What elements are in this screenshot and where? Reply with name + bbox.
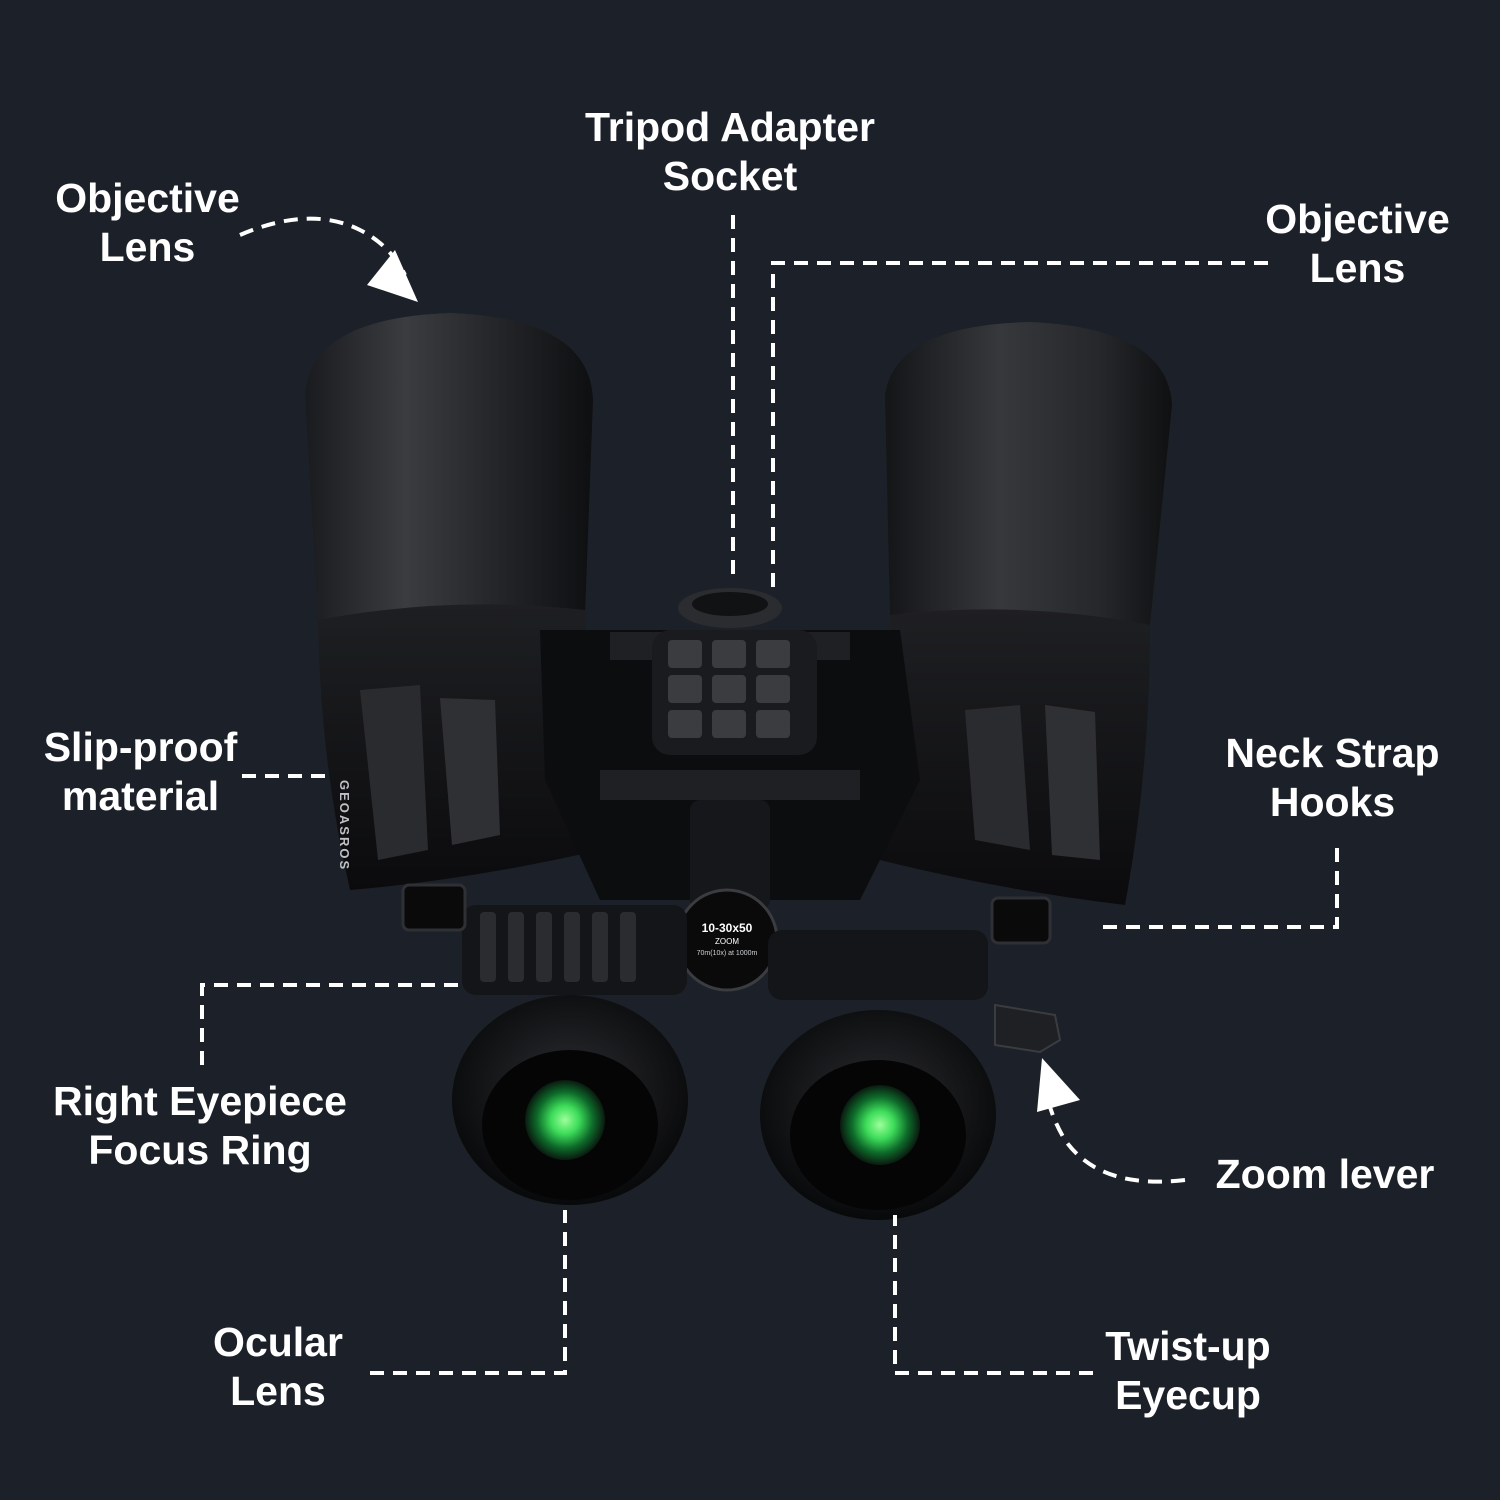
center-bridge bbox=[540, 588, 920, 992]
label-objective-lens-right: Objective Lens bbox=[1265, 196, 1450, 291]
right-objective-barrel bbox=[880, 322, 1172, 905]
arrowheads bbox=[367, 250, 1080, 1112]
label-slip-proof-material: Slip-proof material bbox=[43, 724, 238, 819]
zoom-marking: ZOOM bbox=[715, 937, 739, 946]
right-eyepiece bbox=[760, 930, 996, 1220]
label-ocular-lens: Ocular Lens bbox=[213, 1319, 343, 1414]
field-marking: 70m(10x) at 1000m bbox=[696, 950, 758, 957]
zoom-lever-shape bbox=[994, 1003, 1062, 1054]
label-neck-strap-hooks: Neck Strap Hooks bbox=[1225, 730, 1440, 825]
label-twist-up-eyecup: Twist-up Eyecup bbox=[1105, 1323, 1271, 1418]
model-marking: 10-30x50 bbox=[701, 921, 753, 935]
label-objective-lens-left: Objective Lens bbox=[55, 175, 240, 270]
left-eyepiece bbox=[452, 905, 688, 1205]
label-right-eyepiece-focus-ring: Right Eyepiece Focus Ring bbox=[53, 1078, 347, 1173]
brand-marking: GEOASROS bbox=[337, 780, 352, 872]
neck-strap-hook-right bbox=[990, 896, 1052, 945]
label-tripod-adapter-socket: Tripod Adapter Socket bbox=[584, 104, 876, 199]
neck-strap-hook-left bbox=[401, 883, 467, 932]
label-zoom-lever: Zoom lever bbox=[1215, 1151, 1435, 1197]
left-objective-barrel bbox=[305, 313, 600, 890]
